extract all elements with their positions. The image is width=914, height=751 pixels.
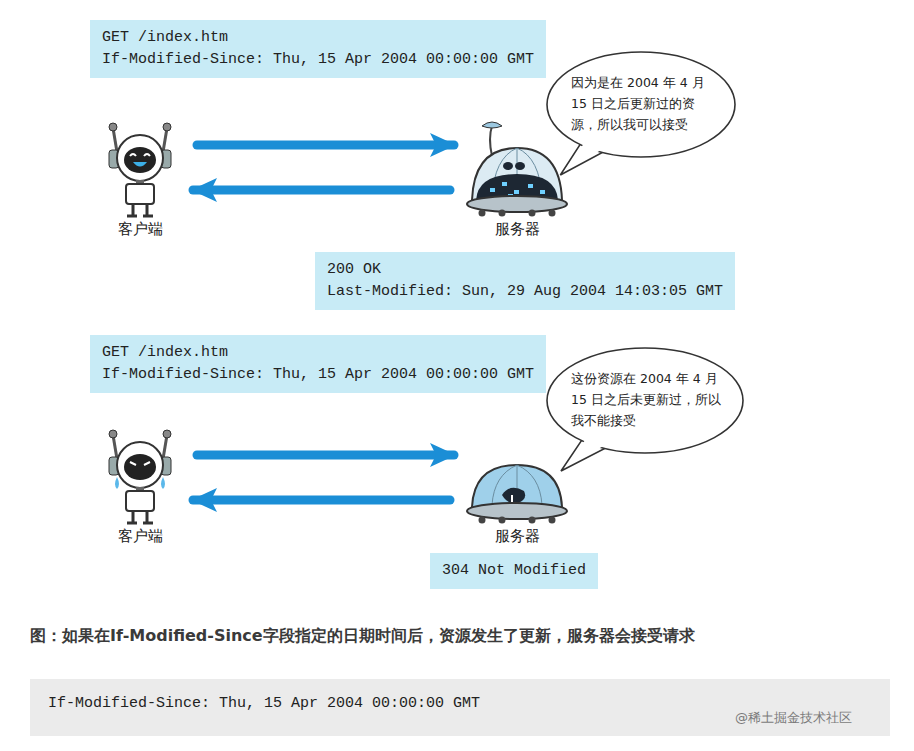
http-message-box: 200 OKLast-Modified: Sun, 29 Aug 2004 14… bbox=[315, 252, 735, 310]
figure-label: 客户端 bbox=[95, 220, 185, 239]
message-line: If-Modified-Since: Thu, 15 Apr 2004 00:0… bbox=[102, 49, 534, 71]
antenna bbox=[163, 435, 167, 459]
robot-head bbox=[117, 442, 163, 488]
robot-body bbox=[126, 491, 154, 511]
server-propeller bbox=[482, 122, 502, 128]
bubble-body bbox=[547, 348, 743, 453]
request-arrow bbox=[197, 451, 454, 460]
robot-eye bbox=[130, 154, 150, 156]
robot-legs bbox=[133, 511, 147, 522]
server-face bbox=[502, 488, 525, 504]
antenna bbox=[163, 128, 167, 152]
antenna-tip bbox=[163, 123, 171, 131]
server-wheel bbox=[549, 210, 556, 217]
robot-body bbox=[126, 184, 154, 204]
robot-feet bbox=[127, 215, 153, 218]
message-line: Last-Modified: Sun, 29 Aug 2004 14:03:05… bbox=[327, 281, 723, 303]
message-line: If-Modified-Since: Thu, 15 Apr 2004 00:0… bbox=[102, 364, 534, 386]
server-wheel bbox=[549, 517, 556, 524]
watermark: @稀土掘金技术社区 bbox=[735, 709, 852, 727]
antenna bbox=[113, 128, 117, 152]
http-message-box: GET /index.htmIf-Modified-Since: Thu, 15… bbox=[90, 20, 546, 78]
antenna-tip bbox=[109, 123, 117, 131]
server-light bbox=[540, 190, 545, 194]
server-figure: 服务器 bbox=[462, 425, 572, 546]
message-line: If-Modified-Since: Thu, 15 Apr 2004 00:0… bbox=[48, 695, 872, 712]
http-message-box: 304 Not Modified bbox=[430, 553, 598, 589]
server-eye bbox=[515, 162, 525, 170]
request-arrow bbox=[193, 186, 450, 195]
server-dome bbox=[472, 148, 562, 200]
request-arrow bbox=[197, 141, 454, 150]
server-wheel bbox=[499, 517, 506, 524]
message-line: GET /index.htm bbox=[102, 342, 534, 364]
server-eye bbox=[503, 162, 513, 170]
request-arrow bbox=[193, 496, 450, 505]
robot-face bbox=[124, 454, 156, 480]
server-illustration bbox=[462, 425, 572, 525]
server-wheel bbox=[479, 210, 486, 217]
figure-label: 服务器 bbox=[462, 527, 572, 546]
antenna-tip bbox=[163, 430, 171, 438]
message-line: GET /index.htm bbox=[102, 27, 534, 49]
server-tear bbox=[511, 495, 513, 503]
server-wheel bbox=[479, 517, 486, 524]
speech-bubble: 这份资源在 2004 年 4 月 15 日之后未更新过，所以我不能接受 bbox=[545, 346, 745, 455]
client-figure: 客户端 bbox=[95, 425, 185, 546]
speech-bubble: 因为是在 2004 年 4 月 15 日之后更新过的资源，所以我可以接受 bbox=[545, 50, 737, 159]
server-wheel bbox=[499, 210, 506, 217]
http-message-box: GET /index.htmIf-Modified-Since: Thu, 15… bbox=[90, 335, 546, 393]
server-figure: 服务器 bbox=[462, 118, 572, 239]
message-line: 304 Not Modified bbox=[442, 560, 586, 582]
dome-lines bbox=[492, 465, 542, 505]
server-illustration bbox=[462, 118, 572, 218]
robot-head bbox=[117, 135, 163, 181]
antenna-tip bbox=[109, 430, 117, 438]
server-antenna bbox=[490, 126, 492, 156]
client-illustration bbox=[95, 118, 185, 218]
server-wheel bbox=[529, 517, 536, 524]
client-illustration bbox=[95, 425, 185, 525]
message-line: 200 OK bbox=[327, 259, 723, 281]
robot-feet bbox=[127, 522, 153, 525]
figure-label: 服务器 bbox=[462, 220, 572, 239]
server-dome bbox=[472, 465, 562, 507]
robot-eye bbox=[130, 462, 150, 465]
bubble-body bbox=[547, 52, 735, 157]
server-light bbox=[502, 182, 507, 186]
robot-face bbox=[124, 147, 156, 173]
client-figure: 客户端 bbox=[95, 118, 185, 239]
bubble-tail-cover bbox=[565, 438, 609, 467]
robot-legs bbox=[133, 204, 147, 215]
antenna bbox=[113, 435, 117, 459]
server-wheel bbox=[529, 210, 536, 217]
robot-mouth bbox=[133, 162, 147, 167]
figure-caption: 图：如果在If-Modified-Since字段指定的日期时间后，资源发生了更新… bbox=[30, 626, 695, 647]
server-light bbox=[514, 190, 519, 194]
bubble-text: 因为是在 2004 年 4 月 15 日之后更新过的资源，所以我可以接受 bbox=[571, 72, 713, 135]
bubble-tail-cover bbox=[564, 142, 606, 171]
figure-label: 客户端 bbox=[95, 527, 185, 546]
server-light bbox=[528, 184, 533, 188]
code-band: If-Modified-Since: Thu, 15 Apr 2004 00:0… bbox=[30, 679, 890, 736]
bubble-text: 这份资源在 2004 年 4 月 15 日之后未更新过，所以我不能接受 bbox=[571, 368, 721, 431]
server-light bbox=[490, 188, 495, 192]
